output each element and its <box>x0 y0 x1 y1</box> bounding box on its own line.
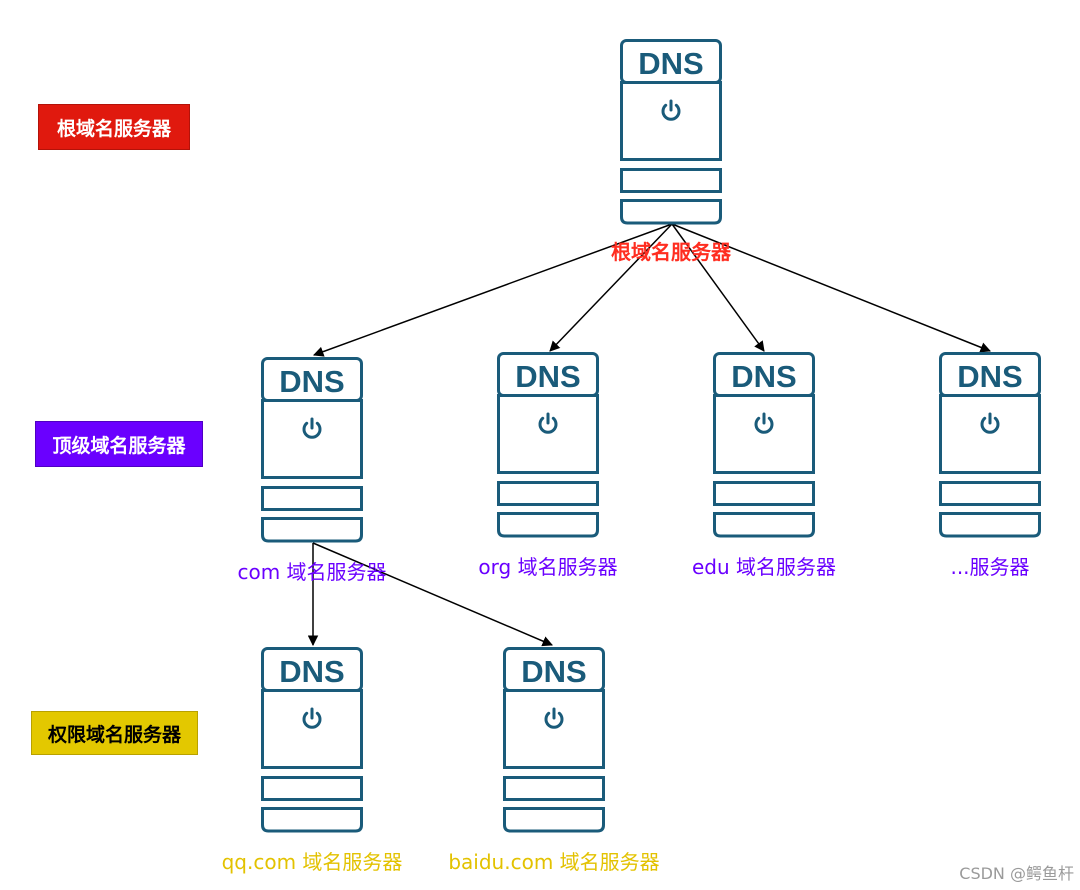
server-com: DNS <box>261 357 363 543</box>
edge-root-org <box>549 223 673 352</box>
legend-top-level-servers: 顶级域名服务器 <box>35 421 203 467</box>
dns-text: DNS <box>521 654 586 689</box>
dns-text: DNS <box>515 359 580 394</box>
label-root-server: 根域名服务器 <box>611 240 731 264</box>
server-etc: DNS <box>939 352 1041 538</box>
edges <box>307 223 991 647</box>
legend-root-servers: 根域名服务器 <box>38 104 190 150</box>
dns-text: DNS <box>279 364 344 399</box>
server-qq: DNS <box>261 647 363 833</box>
edge-root-edu <box>671 223 765 352</box>
dns-text: DNS <box>279 654 344 689</box>
label-com-server: com 域名服务器 <box>237 560 387 584</box>
server-edu: DNS <box>713 352 815 538</box>
label-edu-server: edu 域名服务器 <box>691 555 837 579</box>
label-qq-server: qq.com 域名服务器 <box>221 850 403 874</box>
legend-authoritative-servers: 权限域名服务器 <box>31 711 198 755</box>
server-org: DNS <box>497 352 599 538</box>
label-baidu-server: baidu.com 域名服务器 <box>448 850 660 874</box>
edge-root-etc <box>671 223 991 353</box>
server-baidu: DNS <box>503 647 605 833</box>
dns-text: DNS <box>638 46 703 81</box>
watermark: CSDN @鳄鱼杆 <box>959 864 1074 883</box>
label-org-server: org 域名服务器 <box>478 555 618 579</box>
edge-com-baidu <box>312 542 553 647</box>
dns-text: DNS <box>957 359 1022 394</box>
edge-root-com <box>313 223 673 357</box>
dns-text: DNS <box>731 359 796 394</box>
server-root: DNS <box>620 39 722 225</box>
label-other-server: ...服务器 <box>950 555 1030 579</box>
